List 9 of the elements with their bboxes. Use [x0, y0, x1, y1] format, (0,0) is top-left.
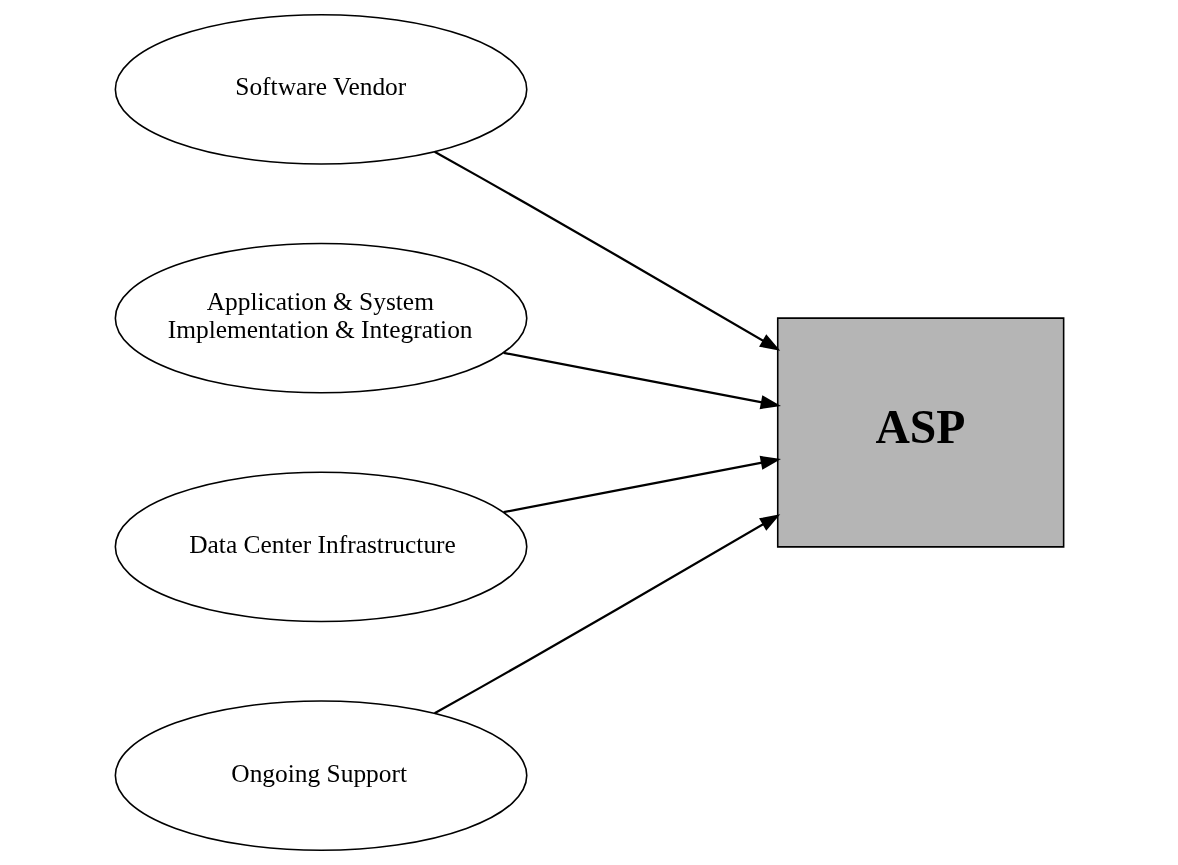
arrow	[433, 150, 780, 351]
node-ellipse: Ongoing Support	[114, 700, 528, 852]
arrow	[502, 455, 781, 514]
node-ellipse: Software Vendor	[114, 13, 528, 165]
node-box: ASP	[776, 317, 1064, 548]
node-ellipse: Application & System Implementation & Integration	[114, 242, 528, 394]
arrow	[433, 514, 780, 715]
arrow	[502, 351, 781, 410]
node-ellipse: Data Center Infrastructure	[114, 471, 528, 623]
